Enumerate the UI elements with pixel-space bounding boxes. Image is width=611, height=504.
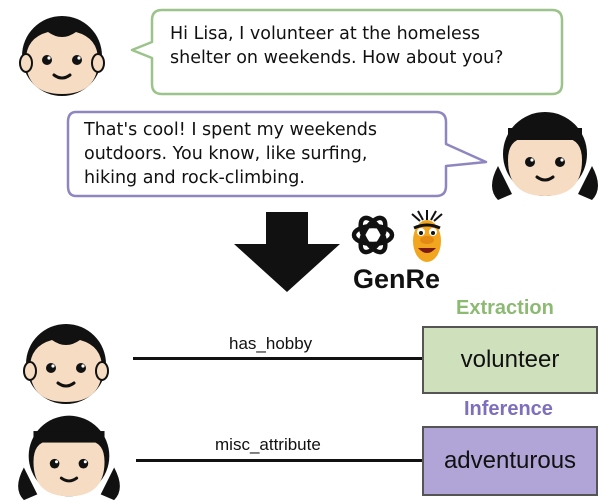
boy-avatar-small — [23, 324, 109, 404]
girl-message-text: That's cool! I spent my weekends outdoor… — [84, 120, 377, 188]
openai-logo-icon — [351, 215, 395, 255]
down-arrow-icon — [234, 212, 340, 292]
girl-speech-bubble — [66, 110, 488, 198]
extraction-section-title: Extraction — [456, 297, 554, 319]
inference-section-title: Inference — [464, 398, 553, 420]
boy-avatar — [19, 16, 105, 96]
boy-message-text: Hi Lisa, I volunteer at the homeless she… — [170, 24, 504, 68]
misc-attribute-relation-line — [136, 459, 422, 462]
genre-brand-title: GenRe — [353, 264, 441, 294]
girl-avatar — [492, 112, 598, 200]
girl-avatar-small — [18, 415, 120, 501]
has-hobby-relation-label: has_hobby — [229, 334, 313, 353]
bert-character-icon — [411, 210, 443, 262]
volunteer-value-box: volunteer — [422, 326, 598, 394]
volunteer-value-text: volunteer — [460, 346, 560, 373]
boy-speech-bubble — [130, 8, 564, 96]
adventurous-value-text: adventurous — [443, 447, 577, 474]
misc-attribute-relation-label: misc_attribute — [215, 435, 321, 454]
has-hobby-relation-line — [133, 357, 422, 360]
adventurous-value-box: adventurous — [422, 426, 598, 496]
